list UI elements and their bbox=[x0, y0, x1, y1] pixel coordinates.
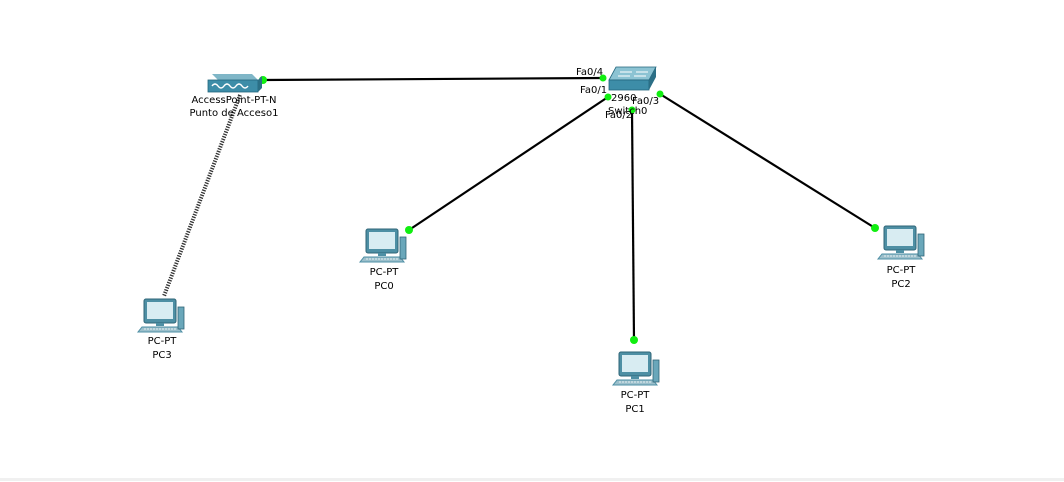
access-point-icon bbox=[207, 74, 262, 93]
pc1-model-label: PC-PT bbox=[621, 390, 651, 401]
pc3-name-label: PC3 bbox=[152, 350, 171, 361]
switch-model-label: 2960 bbox=[611, 93, 636, 104]
pc1-name-label: PC1 bbox=[625, 404, 644, 415]
pc3-model-label: PC-PT bbox=[148, 336, 178, 347]
port-label-fa01: Fa0/1 bbox=[580, 85, 607, 96]
cable-switch-pc0[interactable] bbox=[408, 96, 609, 231]
link-light-switch-fa02 bbox=[628, 106, 636, 114]
pc0-node[interactable]: PC-PT PC0 bbox=[359, 228, 407, 292]
pc3-icon bbox=[137, 298, 185, 333]
access-point-node[interactable]: AccessPoint-PT-N Punto de Acceso1 bbox=[190, 74, 279, 119]
pc0-icon bbox=[359, 228, 407, 263]
link-light-switch-fa01 bbox=[604, 93, 612, 101]
switch-name-label: Switch0 bbox=[608, 106, 647, 117]
pc2-icon bbox=[877, 225, 925, 260]
port-label-fa03: Fa0/3 bbox=[632, 96, 659, 107]
pc3-node[interactable]: PC-PT PC3 bbox=[137, 298, 185, 361]
wireless-link-ap-pc3 bbox=[162, 94, 242, 297]
port-label-fa04: Fa0/4 bbox=[576, 67, 603, 78]
cable-ap-switch[interactable] bbox=[261, 76, 604, 82]
pc0-model-label: PC-PT bbox=[370, 267, 400, 278]
pc1-node[interactable]: PC-PT PC1 bbox=[612, 351, 660, 415]
port-label-fa02: Fa0/2 bbox=[605, 110, 632, 121]
pc2-model-label: PC-PT bbox=[887, 265, 917, 276]
cable-switch-pc2[interactable] bbox=[659, 93, 876, 229]
link-light-pc0 bbox=[405, 226, 413, 234]
cable-switch-pc1[interactable] bbox=[630, 109, 636, 341]
switch-icon bbox=[608, 66, 657, 91]
pc2-node[interactable]: PC-PT PC2 bbox=[877, 225, 925, 290]
access-point-model-label: AccessPoint-PT-N bbox=[192, 95, 277, 106]
link-light-switch-fa04 bbox=[599, 74, 607, 82]
pc0-name-label: PC0 bbox=[374, 281, 393, 292]
pc1-icon bbox=[612, 351, 660, 386]
workspace-bottom-border bbox=[0, 478, 1064, 481]
pc2-name-label: PC2 bbox=[891, 279, 910, 290]
link-light-pc2 bbox=[871, 224, 879, 232]
link-light-pc1 bbox=[630, 336, 638, 344]
access-point-name-label: Punto de Acceso1 bbox=[190, 108, 279, 119]
link-light-switch-fa03 bbox=[656, 90, 664, 98]
switch-node[interactable]: 2960 Switch0 bbox=[608, 66, 657, 117]
